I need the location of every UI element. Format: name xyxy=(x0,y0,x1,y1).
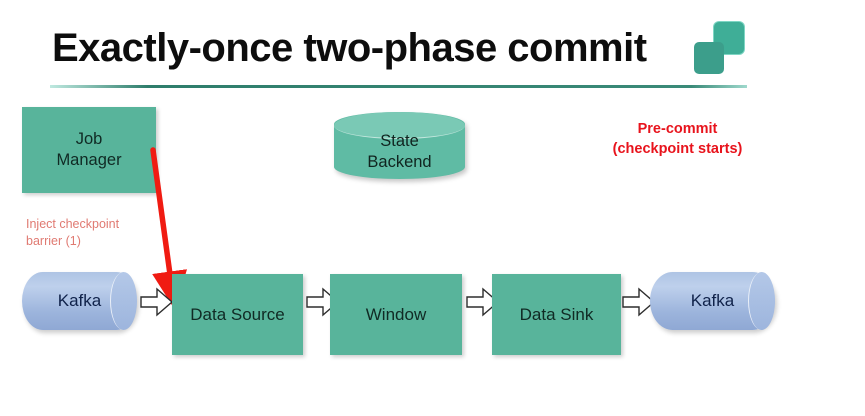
title-underline-rule xyxy=(50,85,747,88)
node-state-backend-label-line1: State xyxy=(380,131,419,150)
node-job-manager-label: Job Manager xyxy=(56,129,121,171)
node-data-sink[interactable]: Data Sink xyxy=(492,274,621,355)
node-state-backend-label-line2: Backend xyxy=(367,152,432,171)
node-data-source[interactable]: Data Source xyxy=(172,274,303,355)
node-job-manager[interactable]: Job Manager xyxy=(22,107,156,193)
annotation-precommit: Pre-commit (checkpoint starts) xyxy=(585,119,770,159)
page-title: Exactly-once two-phase commit xyxy=(52,26,647,70)
node-state-backend-label: State Backend xyxy=(367,119,431,173)
node-state-backend[interactable]: State Backend xyxy=(334,112,465,179)
node-kafka-sink[interactable]: Kafka xyxy=(650,272,775,330)
annotation-inject-checkpoint-barrier: Inject checkpoint barrier (1) xyxy=(26,216,166,250)
node-data-source-label: Data Source xyxy=(190,305,285,324)
node-kafka-source[interactable]: Kafka xyxy=(22,272,137,330)
node-window-label: Window xyxy=(365,305,427,324)
annotation-inject-line1: Inject checkpoint xyxy=(26,217,120,231)
node-kafka-sink-label: Kafka xyxy=(690,291,735,310)
node-data-sink-label: Data Sink xyxy=(519,305,594,324)
annotation-precommit-line2: (checkpoint starts) xyxy=(612,141,743,157)
annotation-inject-line2: barrier (1) xyxy=(26,234,81,248)
flow-arrow-kafka-to-data-source-icon xyxy=(140,287,174,317)
node-kafka-source-label: Kafka xyxy=(57,291,102,310)
logo-square-front-icon xyxy=(694,42,724,74)
node-job-manager-label-line1: Job xyxy=(75,130,103,148)
annotation-precommit-line1: Pre-commit xyxy=(637,121,718,137)
two-squares-logo xyxy=(692,22,748,80)
node-window[interactable]: Window xyxy=(330,274,462,355)
flow-arrow-data-sink-to-kafka-icon xyxy=(622,287,656,317)
node-job-manager-label-line2: Manager xyxy=(56,151,122,169)
flow-arrow-window-to-data-sink-icon xyxy=(466,287,500,317)
red-barrier-injection-arrow-icon xyxy=(150,147,188,307)
